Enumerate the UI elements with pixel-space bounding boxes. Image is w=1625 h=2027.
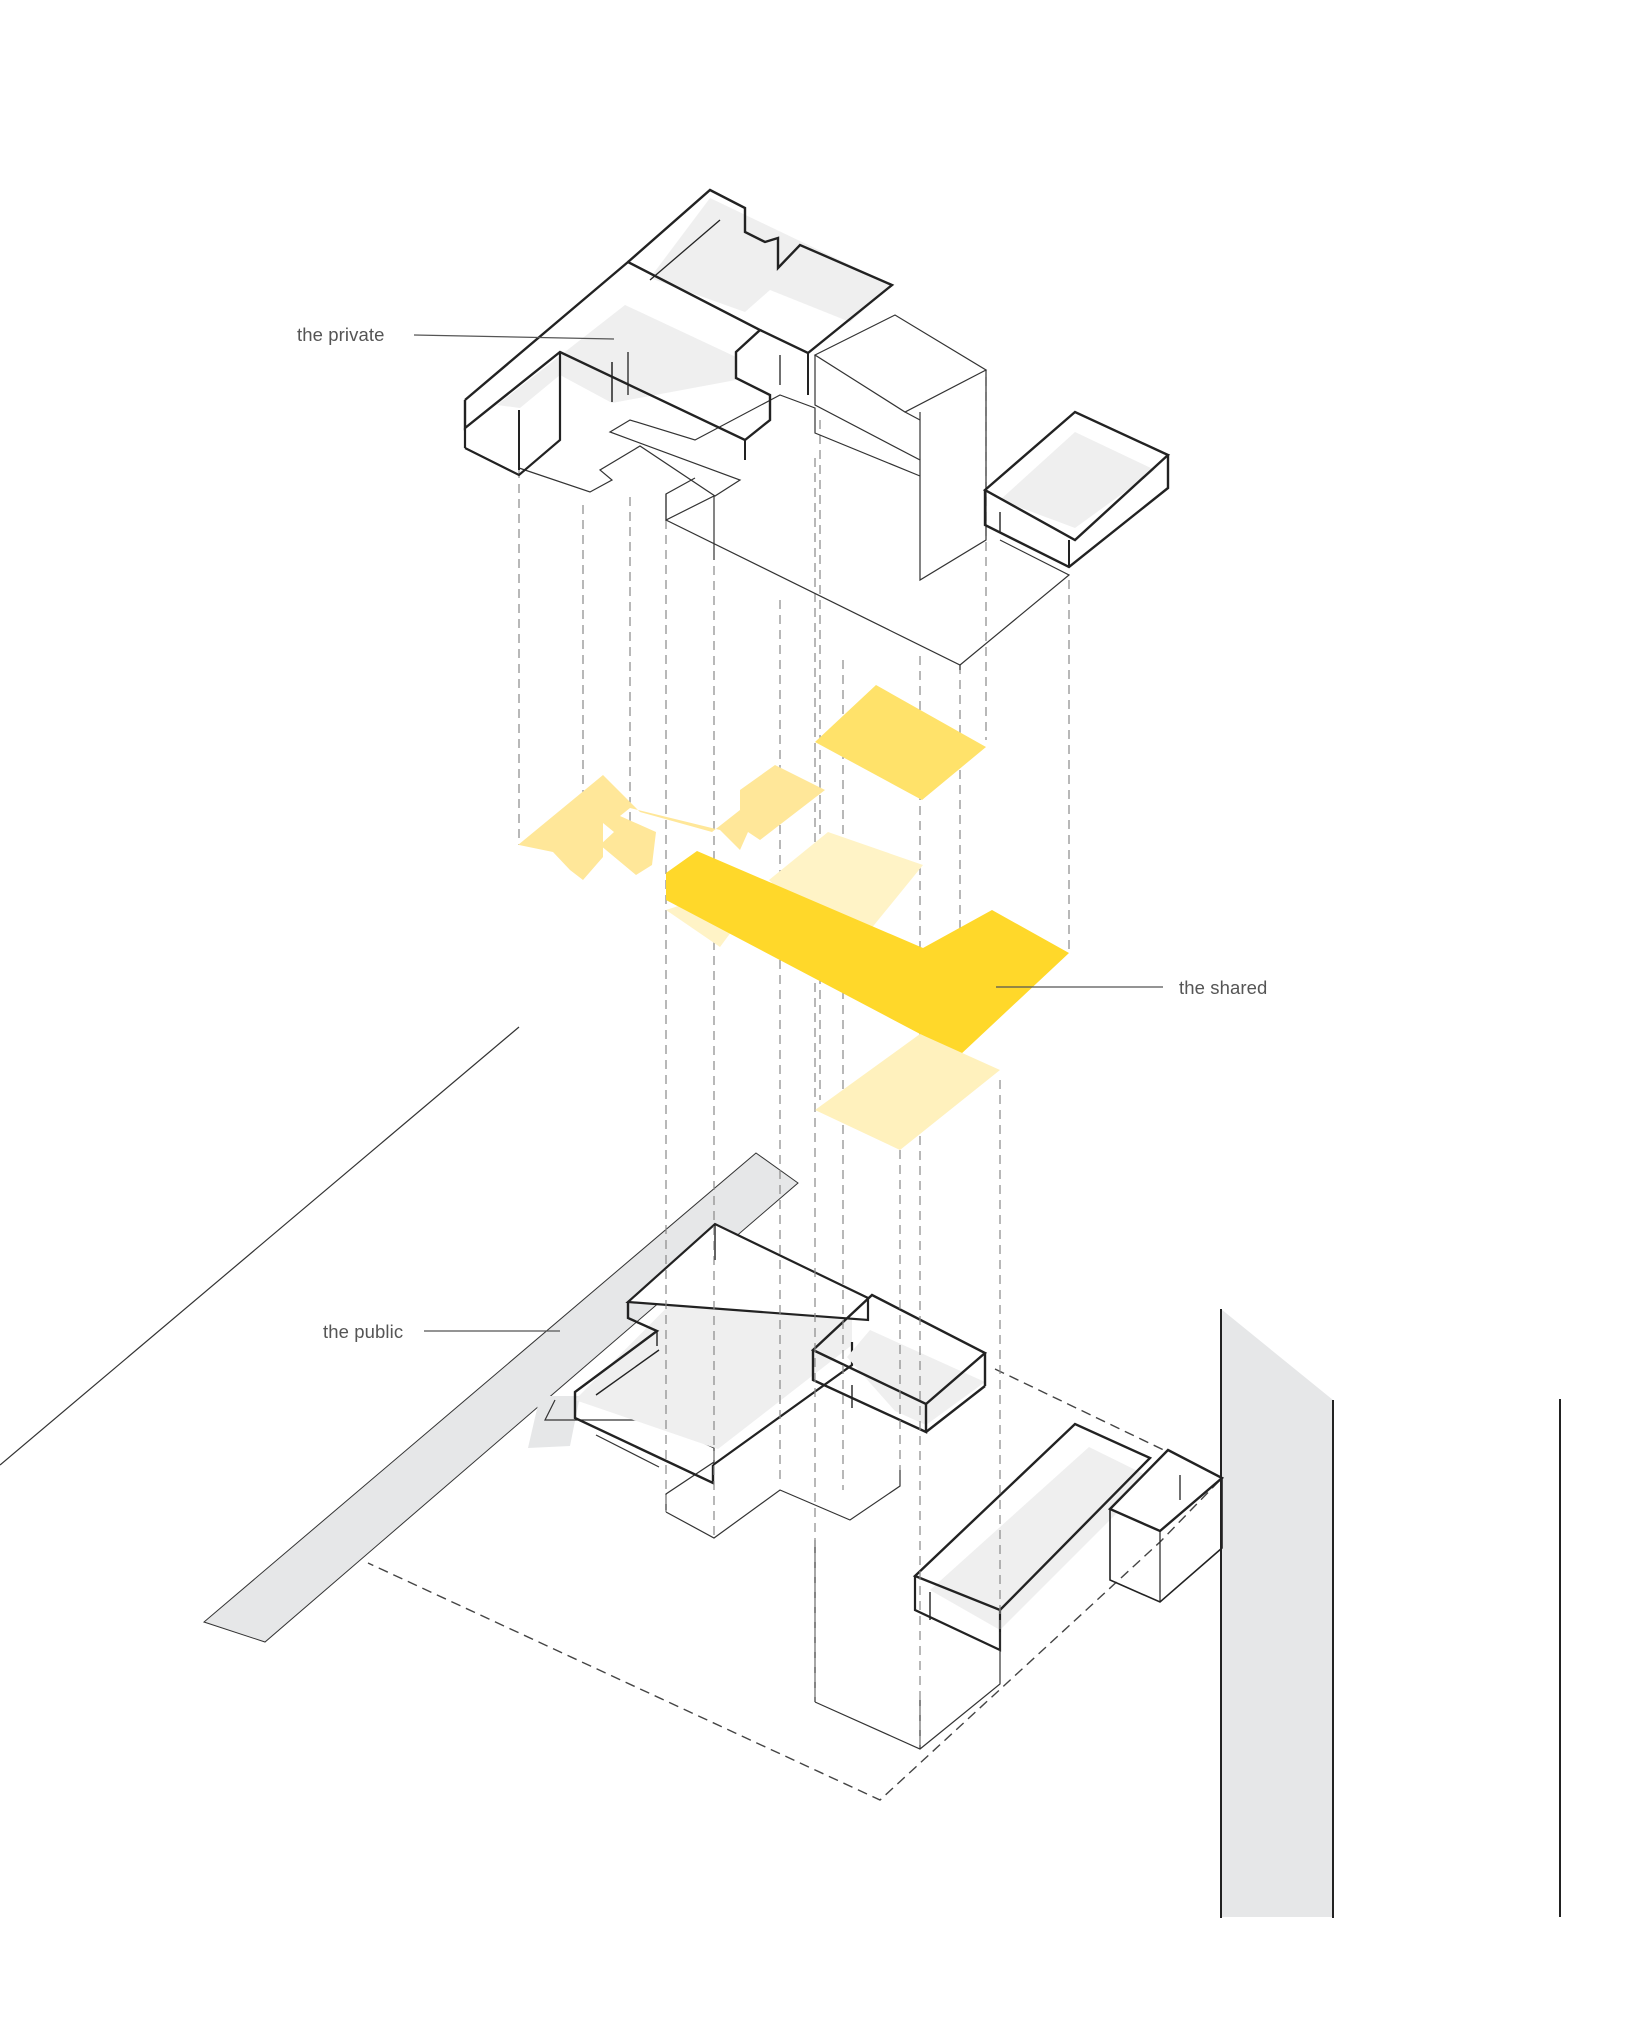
shared-plane-lower-light <box>815 1034 1000 1150</box>
private-upper-floor <box>650 198 892 322</box>
private-long-slab <box>665 477 1071 666</box>
label-the-shared: the shared <box>1179 977 1268 998</box>
private-tall-volume-top <box>813 314 988 413</box>
label-the-private: the private <box>297 324 385 345</box>
public-building-main <box>573 1222 870 1485</box>
projection-lines <box>518 377 1070 1749</box>
public-small-floor <box>847 1330 985 1425</box>
private-upper-inner <box>649 219 721 281</box>
public-small-wall2 <box>925 1385 986 1433</box>
public-ground-outline2 <box>665 1470 901 1539</box>
site-edge-line <box>0 1026 520 1466</box>
private-base-slab2 <box>665 494 715 560</box>
private-main-outline <box>463 260 772 442</box>
site-level <box>0 1026 1561 1918</box>
right-building-floor <box>930 1447 1152 1630</box>
public-inner-edge <box>712 1342 854 1466</box>
right-annex-top <box>1107 1448 1225 1533</box>
public-ground-edge <box>595 1434 660 1468</box>
shared-plane-top-right <box>815 685 986 800</box>
public-ground-outline <box>544 1399 715 1512</box>
public-walls-outline <box>573 1302 715 1485</box>
right-building-walls <box>913 1576 1002 1652</box>
shared-plane-main <box>666 851 1069 1055</box>
leader-lines <box>413 334 1163 1332</box>
private-lower-walls <box>464 352 562 477</box>
private-upper-outline <box>627 188 895 355</box>
private-courtyard-floor <box>497 305 736 408</box>
private-base-slab <box>518 394 921 497</box>
public-building-right <box>912 1422 1225 1652</box>
road-strip-left <box>202 1152 799 1643</box>
private-box-floor <box>1000 432 1155 528</box>
public-building-small <box>810 1293 988 1434</box>
right-building-top <box>912 1422 1153 1612</box>
public-wall-inner3 <box>595 1349 660 1396</box>
private-level <box>463 188 1171 670</box>
private-tall-volume-edge2 <box>904 411 921 421</box>
shared-level <box>518 685 1069 1150</box>
road-strip-left-highlight <box>528 1396 580 1448</box>
leader-private <box>413 334 615 340</box>
public-small-walls <box>811 1350 928 1434</box>
road-strip-right <box>1221 1309 1333 1917</box>
label-the-public: the public <box>323 1321 404 1342</box>
shared-plane-left <box>518 765 825 880</box>
ground-volume-lower <box>814 1632 1001 1750</box>
